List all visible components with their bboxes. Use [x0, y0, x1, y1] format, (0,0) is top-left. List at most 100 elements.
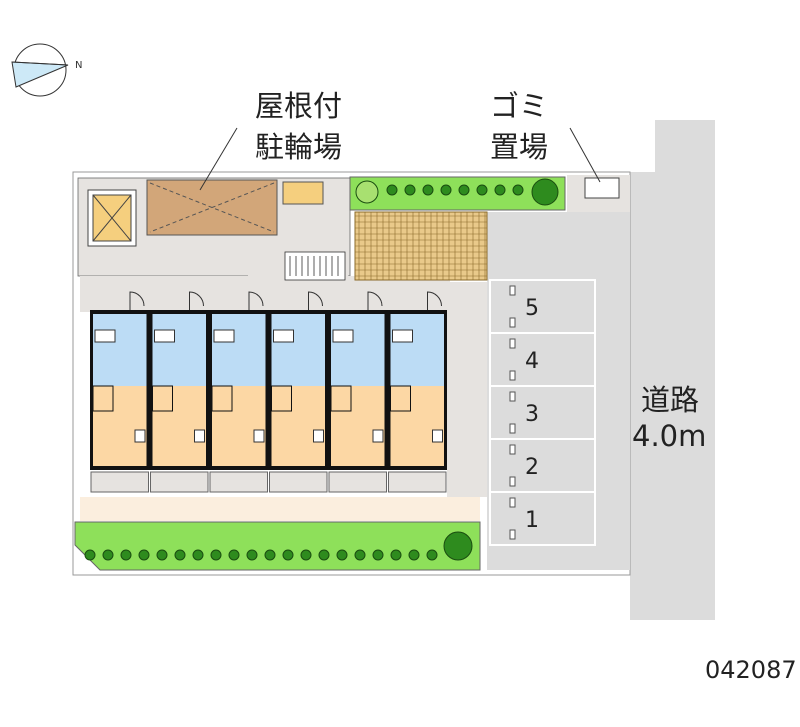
unit-closet [390, 385, 411, 412]
parking-lot: 5 4 3 2 1 [489, 279, 596, 546]
wheel-stop-icon [509, 338, 516, 349]
unit-closet [92, 385, 114, 412]
unit-closet [152, 385, 173, 412]
parking-spot: 4 [489, 332, 596, 387]
unit-closet [271, 385, 292, 412]
shrub-icon [512, 184, 524, 196]
shrub-icon [354, 549, 366, 561]
window-icon [194, 429, 205, 443]
unit-wet-area [271, 314, 325, 386]
parking-spot-number: 1 [525, 508, 539, 533]
parking-spot: 5 [489, 279, 596, 334]
compass-icon: N [11, 43, 82, 97]
shrub-icon [228, 549, 240, 561]
parking-space [489, 438, 596, 493]
bike-shelter [146, 179, 324, 236]
parking-space [489, 491, 596, 546]
shrub-icon [102, 549, 114, 561]
door-icon [129, 291, 145, 310]
shrub-icon [494, 184, 506, 196]
tile-grid [355, 212, 487, 280]
window-icon [253, 429, 265, 443]
tree-icon [531, 178, 559, 206]
shrub-icon [138, 549, 150, 561]
balcony [269, 471, 328, 493]
road-label: 道路 [641, 383, 699, 417]
garbage-label-1: ゴミ [490, 89, 548, 123]
apartment-unit [388, 291, 447, 493]
unit-wet-area [152, 314, 206, 386]
shrub-icon [264, 549, 276, 561]
wheel-stop-icon [509, 391, 516, 402]
door-icon [367, 291, 383, 310]
garbage-leader-line [569, 127, 601, 183]
window-icon [313, 429, 324, 443]
shrub-icon [372, 549, 384, 561]
door-icon [248, 291, 264, 310]
wheel-stop-icon [509, 529, 516, 540]
window-icon [134, 429, 146, 443]
wheel-stop-icon [509, 423, 516, 434]
property-code: 042087 [705, 656, 797, 684]
parking-spot-number: 3 [525, 402, 539, 427]
wheel-stop-icon [509, 497, 516, 508]
unit-wet-area [390, 314, 444, 386]
shrub-icon [386, 184, 398, 196]
apartment-units [90, 291, 447, 493]
kitchen-icon [392, 329, 413, 343]
shrub-icon [120, 549, 132, 561]
unit-closet [211, 385, 233, 412]
stairs [284, 251, 346, 281]
shrub-icon [84, 549, 96, 561]
shrub-icon [404, 184, 416, 196]
shrub-icon [390, 549, 402, 561]
apartment-unit [90, 291, 149, 493]
bike-shelter-label-2: 駐輪場 [255, 130, 342, 164]
shrubs-top [355, 178, 559, 206]
kitchen-icon [94, 329, 116, 343]
unit-closet [330, 385, 352, 412]
kitchen-icon [213, 329, 235, 343]
shrub-icon [282, 549, 294, 561]
unit-wet-area [331, 314, 385, 386]
shrub-icon [458, 184, 470, 196]
unit-wet-area [93, 314, 147, 386]
bike-shelter-label-1: 屋根付 [255, 89, 342, 123]
compass-north-label: N [75, 60, 82, 71]
shrub-icon [426, 549, 438, 561]
door-icon [427, 291, 442, 310]
parking-spot: 3 [489, 385, 596, 440]
parking-space [489, 279, 596, 334]
tree-icon [355, 180, 379, 204]
parking-spot-number: 5 [525, 296, 539, 321]
wheel-stop-icon [509, 444, 516, 455]
parking-spot: 2 [489, 438, 596, 493]
shrub-icon [408, 549, 420, 561]
shrub-icon [210, 549, 222, 561]
door-icon [308, 291, 323, 310]
shrub-icon [192, 549, 204, 561]
shrub-icon [156, 549, 168, 561]
shrub-icon [300, 549, 312, 561]
garbage-label-2: 置場 [490, 130, 548, 164]
parking-spot-number: 4 [525, 349, 539, 374]
apartment-unit [269, 291, 328, 493]
kitchen-icon [273, 329, 294, 343]
greenery-top [349, 176, 566, 211]
balcony [328, 471, 387, 493]
wheel-stop-icon [509, 317, 516, 328]
parking-spot: 1 [489, 491, 596, 546]
road [630, 120, 715, 620]
wheel-stop-icon [509, 476, 516, 487]
balcony [150, 471, 209, 493]
shrub-icon [174, 549, 186, 561]
window-icon [372, 429, 384, 443]
road-width-label: 4.0m [632, 419, 706, 453]
balcony [209, 471, 268, 493]
building-outline [90, 310, 447, 470]
shrub-icon [440, 184, 452, 196]
storage-box [87, 189, 137, 247]
shrub-icon [422, 184, 434, 196]
unit-wet-area [212, 314, 266, 386]
